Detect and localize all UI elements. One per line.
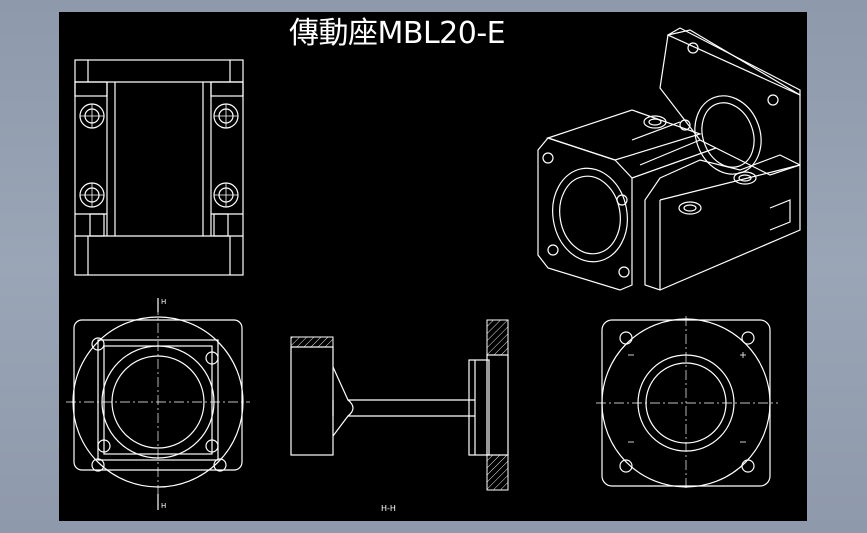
bolt-hole (79, 182, 105, 208)
bolt-hole (213, 182, 239, 208)
isometric-view (537, 27, 801, 291)
bolt-hole (213, 103, 239, 129)
section-marker-bottom: H (161, 502, 166, 510)
cad-canvas[interactable]: 傳動座MBL20-E (59, 12, 807, 521)
front-view: H H (66, 298, 250, 510)
top-view (74, 59, 244, 276)
bolt-hole (79, 103, 105, 129)
section-view (290, 319, 509, 491)
end-view (596, 316, 778, 490)
cad-drawing: H H (66, 27, 801, 510)
section-caption: H-H (381, 504, 396, 513)
section-label: H-H (381, 504, 396, 513)
drawing-title: 傳動座MBL20-E (289, 16, 506, 51)
section-marker-top: H (161, 298, 166, 306)
